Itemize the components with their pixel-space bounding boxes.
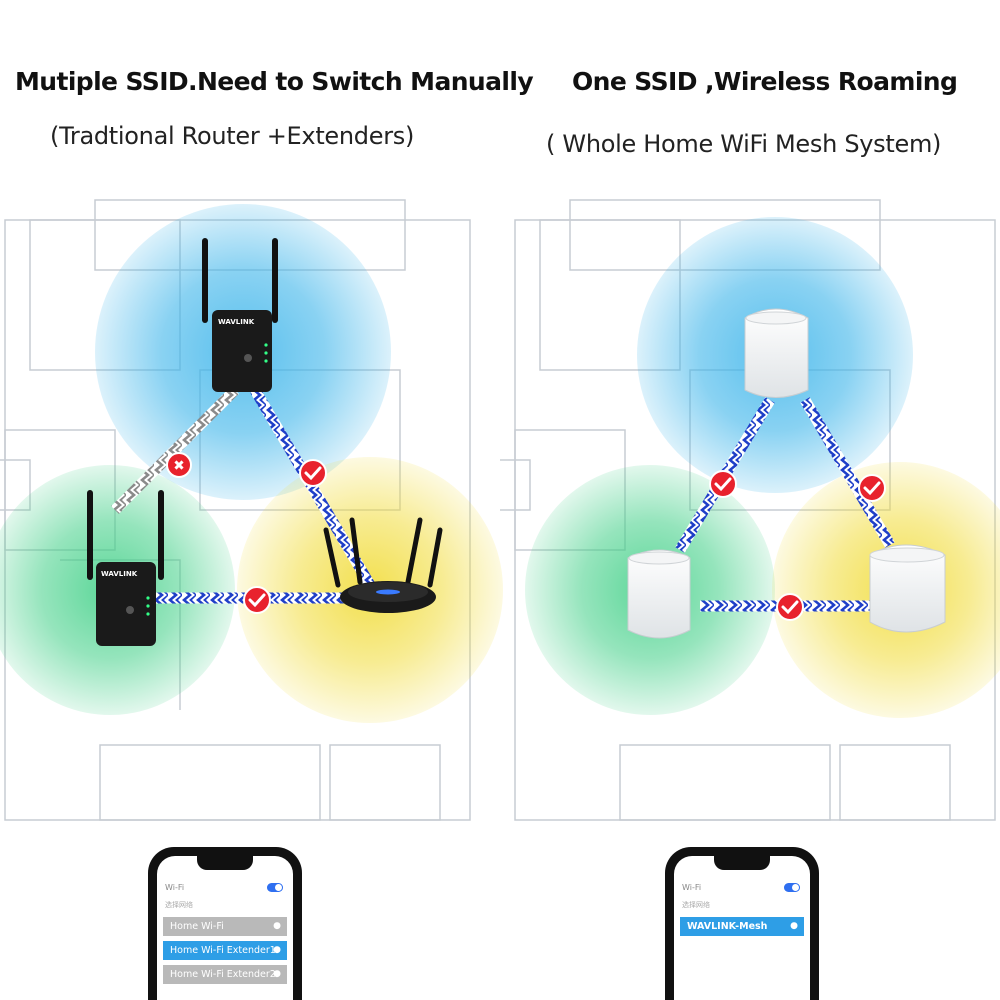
wifi-network-item[interactable]: Home Wi-Fi Extender1●: [163, 941, 287, 960]
network-name: WAVLINK-Mesh: [687, 921, 768, 932]
phone-left-screen: Wi-Fi 选择网络 Home Wi-Fi ● Home Wi-Fi Extend…: [157, 856, 293, 1000]
wifi-icon: ●: [273, 921, 281, 931]
coverage-scene: WAVLINK WAVLINK: [0, 199, 1000, 821]
network-name: Home Wi-Fi: [170, 921, 224, 932]
wifi-icon: ●: [273, 969, 281, 979]
check-badge-right-3: [776, 593, 804, 621]
phone-notch: [197, 856, 253, 870]
network-name: Home Wi-Fi Extender1: [170, 945, 276, 956]
phone-notch: [714, 856, 770, 870]
wifi-toggle[interactable]: [267, 883, 283, 892]
link-failed-grey: [111, 386, 239, 514]
link-ok-top-right: [250, 387, 375, 588]
wifi-header: Wi-Fi: [682, 883, 702, 892]
phone-right: Wi-Fi 选择网络 WAVLINK-Mesh ●: [665, 847, 819, 1000]
check-badge-right-2: [858, 474, 886, 502]
x-badge: [166, 452, 192, 478]
right-title: One SSID ,Wireless Roaming: [572, 67, 958, 96]
wifi-icon: ●: [790, 921, 798, 931]
choose-network-label: 选择网络: [682, 901, 710, 909]
phone-right-screen: Wi-Fi 选择网络 WAVLINK-Mesh ●: [674, 856, 810, 1000]
wifi-toggle[interactable]: [784, 883, 800, 892]
phone-left: Wi-Fi 选择网络 Home Wi-Fi ● Home Wi-Fi Extend…: [148, 847, 302, 1000]
wifi-header: Wi-Fi: [165, 883, 185, 892]
main-router: [323, 517, 443, 613]
extender-brand: WAVLINK: [218, 318, 255, 326]
check-badge-left-1: [299, 459, 327, 487]
mesh-node-right: [869, 544, 946, 633]
extender-bottom: WAVLINK: [87, 490, 164, 646]
wifi-icon: ●: [273, 945, 281, 955]
wifi-network-item[interactable]: WAVLINK-Mesh ●: [680, 917, 804, 936]
mesh-node-left: [627, 549, 691, 639]
left-subtitle: (Tradtional Router +Extenders): [50, 122, 415, 150]
mesh-node-top: [744, 308, 809, 398]
right-subtitle: ( Whole Home WiFi Mesh System): [546, 130, 942, 158]
choose-network-label: 选择网络: [165, 901, 193, 909]
extender-top: WAVLINK: [202, 238, 278, 392]
left-title: Mutiple SSID.Need to Switch Manually: [15, 67, 534, 96]
svg-text:WAVLINK: WAVLINK: [101, 570, 138, 578]
wifi-network-item[interactable]: Home Wi-Fi Extender2●: [163, 965, 287, 984]
mesh-link-right: [800, 397, 895, 548]
check-badge-right-1: [709, 470, 737, 498]
check-badge-left-2: [243, 586, 271, 614]
network-name: Home Wi-Fi Extender2: [170, 969, 276, 980]
wifi-network-item[interactable]: Home Wi-Fi ●: [163, 917, 287, 936]
